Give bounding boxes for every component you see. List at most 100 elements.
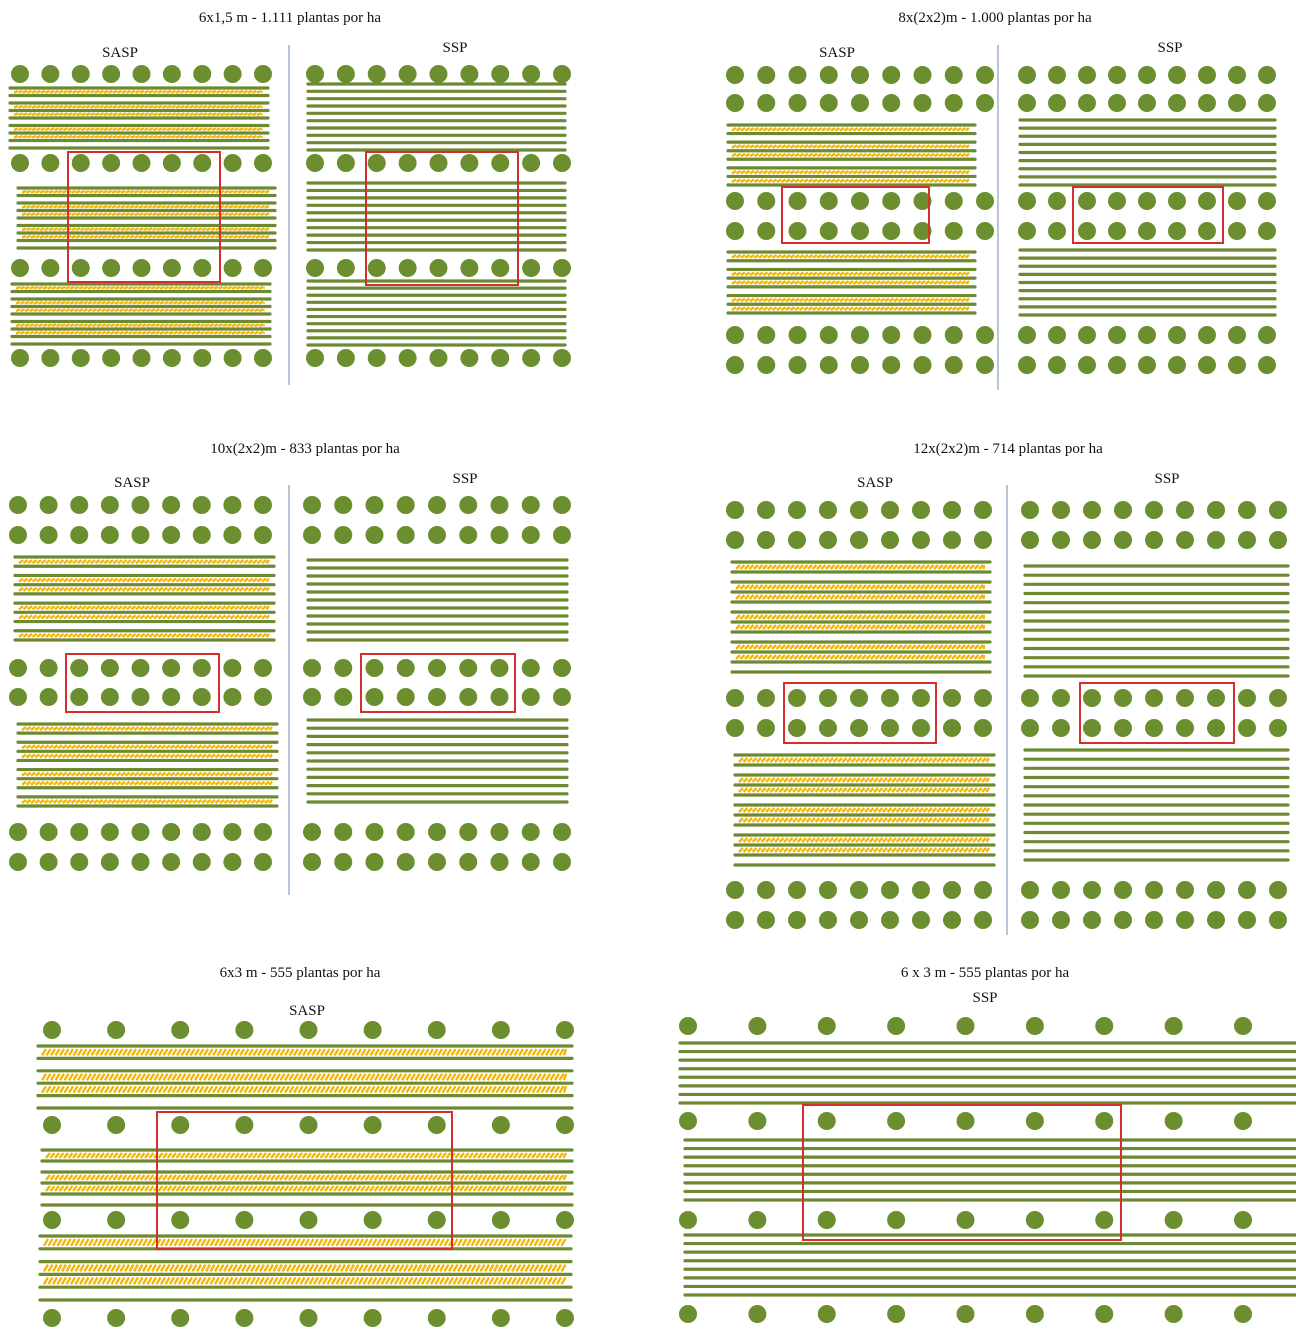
tree-icon	[726, 326, 744, 344]
maize-stroke	[202, 206, 206, 208]
maize-stroke	[261, 745, 265, 748]
maize-stroke	[795, 565, 799, 569]
tree-icon	[193, 65, 211, 83]
maize-stroke	[772, 595, 776, 599]
maize-stroke	[168, 560, 172, 563]
maize-stroke	[148, 754, 152, 757]
maize-stroke	[943, 565, 947, 569]
maize-stroke	[490, 1239, 494, 1246]
maize-stroke	[784, 788, 788, 792]
tree-icon	[887, 1211, 905, 1229]
maize-stroke	[126, 754, 130, 757]
maize-stroke	[379, 1153, 383, 1158]
maize-stroke	[73, 129, 77, 131]
maize-stroke	[937, 838, 941, 842]
tree-icon	[41, 259, 59, 277]
maize-stroke	[937, 788, 941, 792]
maize-stroke	[849, 595, 853, 599]
maize-stroke	[894, 179, 898, 182]
maize-stroke	[825, 778, 829, 782]
maize-stroke	[982, 818, 986, 822]
maize-stroke	[106, 287, 110, 289]
maize-stroke	[37, 578, 41, 581]
maize-band	[22, 745, 272, 748]
maize-stroke	[148, 773, 152, 776]
maize-stroke	[238, 727, 242, 730]
maize-stroke	[52, 325, 56, 327]
maize-stroke	[177, 615, 181, 618]
maize-stroke	[51, 588, 55, 591]
maize-stroke	[41, 114, 45, 116]
maize-stroke	[849, 645, 853, 649]
maize-stroke	[415, 1186, 419, 1191]
maize-stroke	[90, 800, 94, 803]
maize-stroke	[133, 325, 137, 327]
maize-stroke	[160, 310, 164, 312]
tree-icon	[193, 823, 211, 841]
maize-stroke	[184, 754, 188, 757]
maize-band	[736, 615, 984, 619]
maize-stroke	[781, 585, 785, 589]
maize-stroke	[107, 1277, 111, 1284]
maize-stroke	[65, 1086, 69, 1092]
maize-stroke	[862, 625, 866, 629]
maize-stroke	[168, 1153, 172, 1158]
panel-4-sasp-label: SASP	[857, 475, 893, 491]
maize-stroke	[750, 179, 754, 182]
maize-stroke	[258, 578, 262, 581]
tree-icon	[1176, 501, 1194, 519]
maize-stroke	[70, 310, 74, 312]
maize-stroke	[125, 1239, 129, 1246]
maize-stroke	[804, 272, 808, 275]
tree-icon	[1078, 222, 1096, 240]
maize-stroke	[741, 585, 745, 589]
tree-icon	[1168, 222, 1186, 240]
maize-stroke	[180, 800, 184, 803]
maize-stroke	[501, 1153, 505, 1158]
maize-stroke	[890, 299, 894, 302]
maize-stroke	[285, 1186, 289, 1191]
maize-stroke	[153, 191, 157, 193]
maize-stroke	[67, 782, 71, 785]
maize-stroke	[966, 128, 969, 131]
maize-stroke	[225, 800, 229, 803]
maize-stroke	[100, 1153, 104, 1158]
maize-stroke	[217, 91, 221, 93]
maize-stroke	[908, 255, 912, 258]
maize-band	[46, 1175, 566, 1180]
maize-stroke	[755, 272, 759, 275]
maize-stroke	[145, 606, 149, 609]
maize-stroke	[270, 800, 273, 803]
maize-stroke	[753, 788, 757, 792]
maize-stroke	[45, 206, 49, 208]
maize-stroke	[148, 727, 152, 730]
tree-icon	[1052, 911, 1070, 929]
maize-stroke	[217, 106, 221, 108]
maize-stroke	[364, 1239, 368, 1246]
maize-stroke	[231, 1175, 235, 1180]
maize-stroke	[386, 1239, 390, 1246]
maize-stroke	[108, 206, 112, 208]
maize-stroke	[892, 848, 896, 852]
maize-stroke	[496, 1186, 500, 1191]
maize-stroke	[235, 1186, 239, 1191]
maize-stroke	[888, 788, 892, 792]
maize-stroke	[741, 299, 745, 302]
maize-stroke	[930, 272, 934, 275]
maize-stroke	[741, 171, 745, 174]
maize-stroke	[791, 281, 795, 284]
maize-stroke	[60, 1049, 64, 1055]
maize-stroke	[159, 615, 163, 618]
maize-stroke	[63, 754, 67, 757]
maize-stroke	[312, 1049, 316, 1055]
maize-stroke	[162, 214, 166, 216]
maize-stroke	[217, 129, 221, 131]
maize-stroke	[208, 560, 212, 563]
maize-stroke	[772, 585, 776, 589]
maize-stroke	[826, 565, 830, 569]
maize-stroke	[835, 615, 839, 619]
maize-band	[42, 1086, 566, 1092]
maize-stroke	[184, 782, 188, 785]
maize-stroke	[111, 287, 115, 289]
tree-icon	[366, 496, 384, 514]
